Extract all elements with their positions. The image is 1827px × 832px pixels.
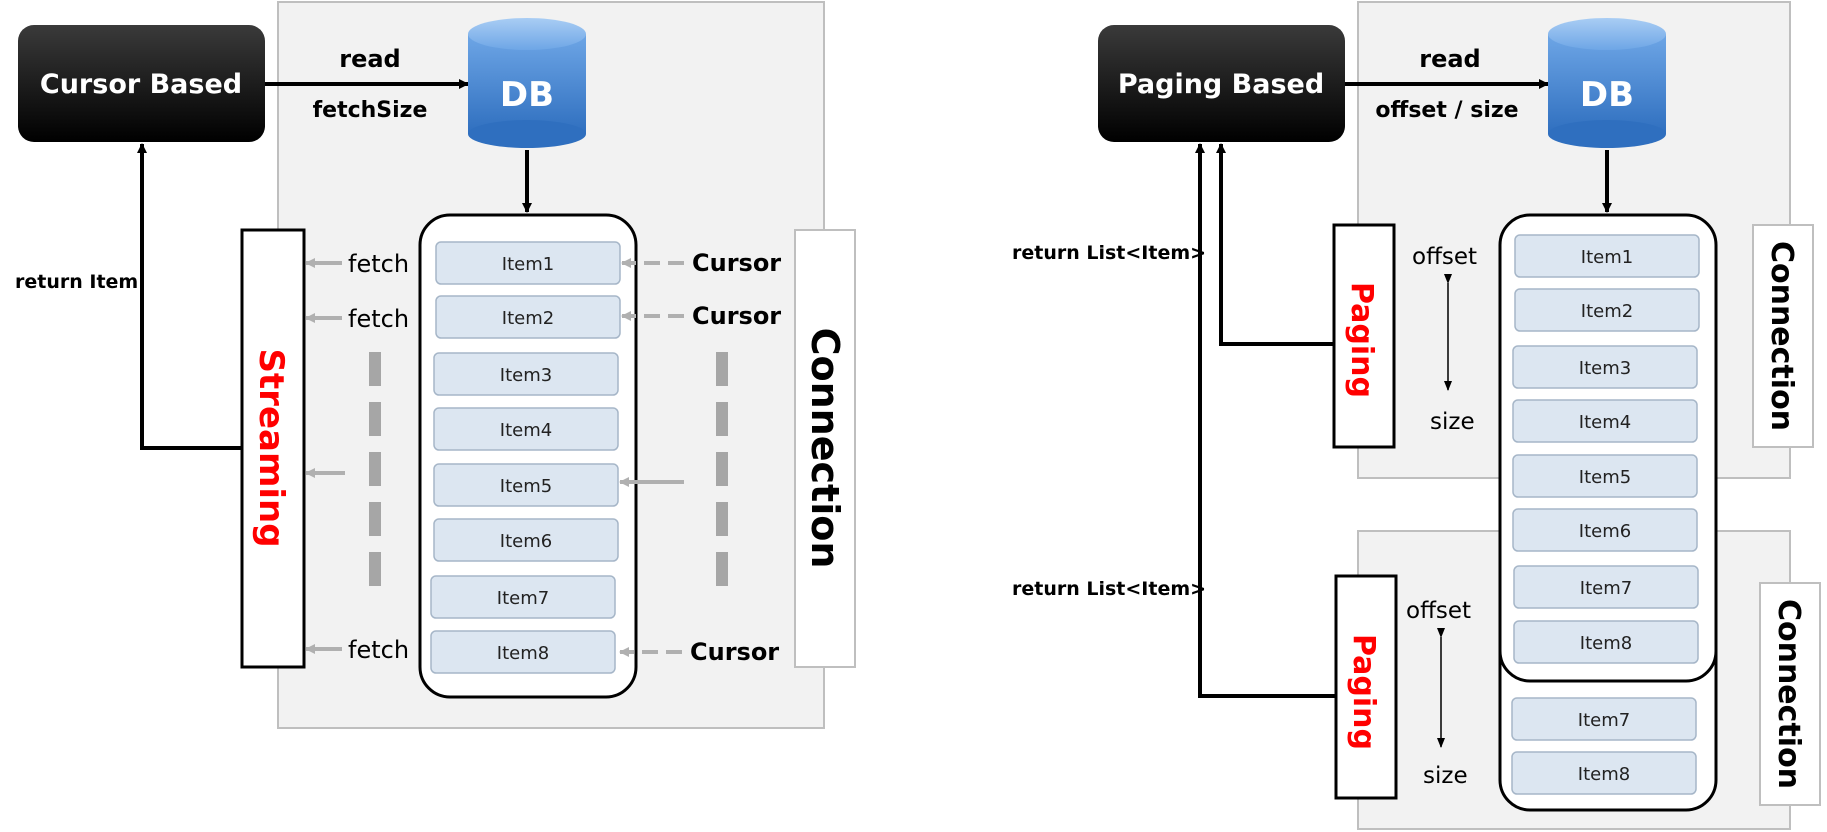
paging-based-title: Paging Based (1118, 69, 1324, 100)
svg-text:Item2: Item2 (1581, 301, 1633, 322)
list-item: Item3 (433, 352, 619, 396)
paging-label-2: Paging (1346, 634, 1381, 750)
paging-based-box (1098, 25, 1345, 142)
list-item: Item5 (433, 463, 619, 507)
svg-text:Item1: Item1 (502, 254, 554, 275)
cursor-connection-box (794, 229, 856, 668)
svg-text:Item5: Item5 (500, 476, 552, 497)
cursor-db-icon (468, 18, 586, 148)
paging-items: Item1 Item2 Item3 Item4 Item5 Item6 Item… (1512, 234, 1700, 664)
svg-text:Item7: Item7 (1578, 710, 1630, 731)
svg-text:Item6: Item6 (500, 531, 552, 552)
cursor-based-section: Cursor Based read fetchSize DB return It… (15, 1, 856, 729)
svg-text:Item8: Item8 (1580, 633, 1632, 654)
fetch-label: fetch (348, 250, 409, 278)
paging-connection-box-1 (1752, 224, 1814, 448)
paging-read-label: read (1419, 45, 1481, 73)
streaming-label: Streaming (251, 348, 291, 547)
cursor-pointer-label: Cursor (690, 638, 779, 666)
svg-text:Item1: Item1 (1581, 247, 1633, 268)
fetch-label: fetch (348, 305, 409, 333)
svg-text:Item5: Item5 (1579, 467, 1631, 488)
paging-connection-label-1: Connection (1764, 241, 1799, 431)
svg-text:Item4: Item4 (1579, 412, 1631, 433)
svg-text:Item3: Item3 (500, 365, 552, 386)
paging-box-1 (1332, 223, 1396, 449)
paging-db-label: DB (1580, 75, 1634, 115)
paging-offset-size-label: offset / size (1375, 98, 1518, 123)
paging-label-1: Paging (1344, 282, 1379, 398)
list-item: Item8 (1513, 620, 1699, 664)
list-item: Item8 (430, 630, 616, 674)
size-label-2: size (1423, 763, 1468, 789)
paging-db-icon (1548, 18, 1666, 148)
paging-return-label-1: return List<Item> (1012, 242, 1206, 264)
fetch-label: fetch (348, 636, 409, 664)
streaming-box (240, 228, 306, 669)
paging-connection-box-2 (1759, 582, 1821, 806)
cursor-return-arrow (137, 143, 242, 450)
list-item: Item1 (1514, 234, 1700, 278)
svg-text:Item4: Item4 (500, 420, 552, 441)
list-item: Item7 (1513, 565, 1699, 609)
cursor-item-list (418, 213, 638, 699)
cursor-pointer-label: Cursor (692, 249, 781, 277)
svg-text:Item3: Item3 (1579, 358, 1631, 379)
paging-return-arrow-2 (1195, 143, 1336, 698)
paging-return-label-2: return List<Item> (1012, 578, 1206, 600)
list-item: Item6 (1512, 508, 1698, 552)
paging-return-arrow-1 (1216, 143, 1334, 346)
svg-text:Item7: Item7 (497, 588, 549, 609)
svg-text:Item8: Item8 (497, 643, 549, 664)
offset-label-1: offset (1412, 244, 1477, 270)
list-item: Item4 (1512, 399, 1698, 443)
cursor-pointer-label: Cursor (692, 302, 781, 330)
cursor-read-label: read (339, 45, 401, 73)
paging-connection-label-2: Connection (1771, 599, 1806, 789)
list-item: Item1 (435, 241, 621, 285)
list-item: Item2 (435, 295, 621, 339)
list-item: Item4 (433, 407, 619, 451)
list-item: Item7 (430, 575, 616, 619)
paging-based-section: Paging Based read offset / size DB retur… (1012, 1, 1821, 830)
paging-item-list (1498, 213, 1718, 683)
list-item: Item6 (433, 518, 619, 562)
list-item: Item7 (1511, 697, 1697, 741)
cursor-based-box (18, 25, 265, 142)
svg-text:Item6: Item6 (1579, 521, 1631, 542)
svg-text:Item8: Item8 (1578, 764, 1630, 785)
list-item: Item8 (1511, 751, 1697, 795)
cursor-connection-label: Connection (803, 328, 847, 569)
offset-label-2: offset (1406, 598, 1471, 624)
size-label-1: size (1430, 409, 1475, 435)
cursor-fetchsize-label: fetchSize (313, 98, 428, 123)
list-item: Item5 (1512, 454, 1698, 498)
list-item: Item3 (1512, 345, 1698, 389)
list-item: Item2 (1514, 288, 1700, 332)
cursor-db-label: DB (500, 75, 554, 115)
svg-text:Item7: Item7 (1580, 578, 1632, 599)
cursor-return-label: return Item (15, 271, 138, 293)
cursor-based-title: Cursor Based (40, 69, 242, 100)
svg-text:Item2: Item2 (502, 308, 554, 329)
cursor-items: Item1 Item2 Item3 Item4 Item5 Item6 Item… (430, 241, 621, 674)
paging-extra-items: Item7 Item8 (1511, 697, 1697, 795)
paging-box-2 (1334, 574, 1398, 800)
